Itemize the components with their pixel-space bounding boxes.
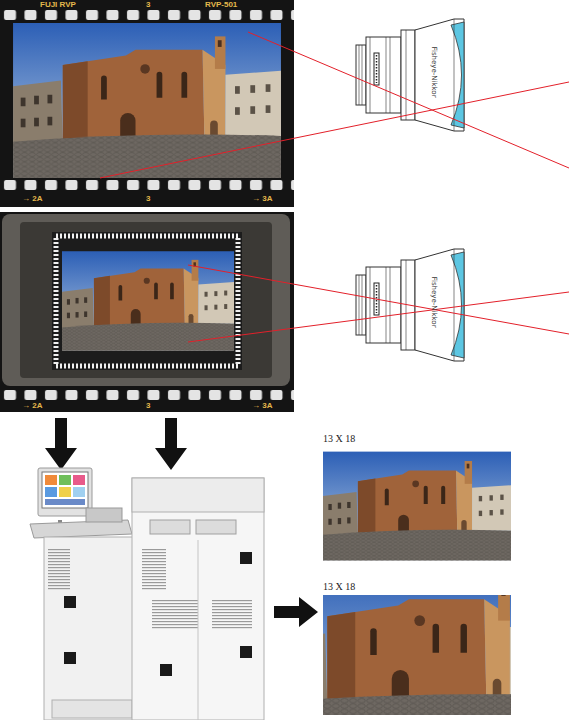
fisheye-lens xyxy=(415,19,464,131)
fisheye-lens xyxy=(376,55,378,83)
film-edge-marking: 3 xyxy=(146,1,150,9)
minilab-printer xyxy=(132,478,264,512)
minilab-printer xyxy=(152,600,198,630)
light-ray xyxy=(100,82,569,178)
film-edge-marking: → 2A xyxy=(22,195,42,203)
minilab-printer xyxy=(45,487,57,497)
fisheye-lens xyxy=(390,267,391,343)
slide-film-art xyxy=(2,214,290,386)
film-edge-marking: RVP-501 xyxy=(205,1,237,9)
photo-print xyxy=(323,452,511,561)
fisheye-lens xyxy=(454,249,455,361)
film-edge-marking: 3 xyxy=(146,402,150,410)
minilab-printer xyxy=(142,548,166,590)
photo-print: 13 X 18 xyxy=(323,582,511,716)
light-ray xyxy=(100,32,569,342)
slide-film-art xyxy=(0,212,294,412)
fisheye-lens xyxy=(386,37,387,113)
minilab-printer xyxy=(240,552,252,564)
minilab-printer xyxy=(30,520,132,538)
film-strip-art xyxy=(0,0,294,207)
fisheye-lens xyxy=(359,45,360,105)
film-edge-marking: → 3A xyxy=(252,402,272,410)
fisheye-lens xyxy=(390,37,391,113)
film-edge-marking: → 2A xyxy=(22,402,42,410)
slide-film-art xyxy=(0,390,294,400)
photo-print: 13 X 18 xyxy=(323,434,511,566)
film-strip-art xyxy=(13,23,281,178)
fisheye-lens xyxy=(451,22,464,128)
minilab-printer xyxy=(132,478,264,720)
fisheye-lens xyxy=(356,45,366,105)
slide-film-art xyxy=(52,232,242,370)
photo-print xyxy=(271,569,569,720)
slide-film-art xyxy=(56,236,238,366)
film-strip-art xyxy=(0,0,294,207)
minilab-printer xyxy=(160,664,172,676)
print-size-label: 13 X 18 xyxy=(323,434,355,444)
lens-marking: Fisheye-Nikkor xyxy=(430,276,438,327)
fisheye-lens xyxy=(370,267,371,343)
fisheye-lens xyxy=(401,30,415,120)
minilab-printer xyxy=(48,548,70,590)
fisheye-lens xyxy=(359,275,360,335)
light-ray xyxy=(188,292,569,342)
film-edge-marking: → 3A xyxy=(252,195,272,203)
fisheye-lens xyxy=(366,267,401,343)
film-edge-marking: FUJI RVP xyxy=(40,1,76,9)
minilab-printer xyxy=(30,468,264,720)
film-edge-marking: 3 xyxy=(146,195,150,203)
lens-marking: Fisheye-Nikkor xyxy=(430,46,438,97)
minilab-printer xyxy=(196,520,236,534)
fisheye-lens xyxy=(451,252,464,358)
fisheye-lens xyxy=(454,19,455,131)
photo-print xyxy=(271,569,569,720)
photo-print xyxy=(271,452,569,720)
film-strip-art xyxy=(0,10,294,20)
minilab-printer xyxy=(45,499,85,505)
fisheye-lens xyxy=(374,53,379,85)
print-size-label: 13 X 18 xyxy=(323,582,355,592)
minilab-printer xyxy=(59,487,71,497)
flow-arrow xyxy=(45,418,77,470)
minilab-printer xyxy=(73,475,85,485)
fisheye-lens xyxy=(362,45,363,105)
minilab-printer xyxy=(64,652,76,664)
fisheye-lens xyxy=(356,275,366,335)
minilab-printer xyxy=(240,646,252,658)
minilab-printer xyxy=(52,700,132,718)
slide-film-art xyxy=(62,251,234,351)
slide-film-art xyxy=(0,212,294,412)
fisheye-lens xyxy=(386,267,387,343)
fisheye-lens xyxy=(406,30,407,120)
fisheye-lens xyxy=(415,249,464,361)
flow-arrow xyxy=(274,597,318,627)
minilab-printer xyxy=(86,508,122,522)
minilab-printer xyxy=(150,520,190,534)
minilab-printer xyxy=(212,600,252,630)
flow-arrow xyxy=(155,418,187,470)
fisheye-lens xyxy=(366,37,401,113)
minilab-printer xyxy=(42,472,88,508)
film-strip-art xyxy=(0,180,294,190)
slide-film-art xyxy=(20,222,272,378)
film-strip: FUJI RVP 3 RVP-501 → 2A 3 → 3A xyxy=(0,0,294,207)
fisheye-lens xyxy=(362,275,363,335)
minilab-printer xyxy=(73,487,85,497)
slide-film-strip: → 2A 3 → 3A xyxy=(0,212,294,412)
minilab-printer xyxy=(59,475,71,485)
minilab-printer xyxy=(198,540,199,720)
fisheye-lens xyxy=(370,37,371,113)
minilab-printer xyxy=(45,475,57,485)
minilab-printer xyxy=(44,537,134,720)
minilab-printer xyxy=(38,468,92,516)
minilab-printer xyxy=(64,596,76,608)
light-ray xyxy=(248,32,569,168)
